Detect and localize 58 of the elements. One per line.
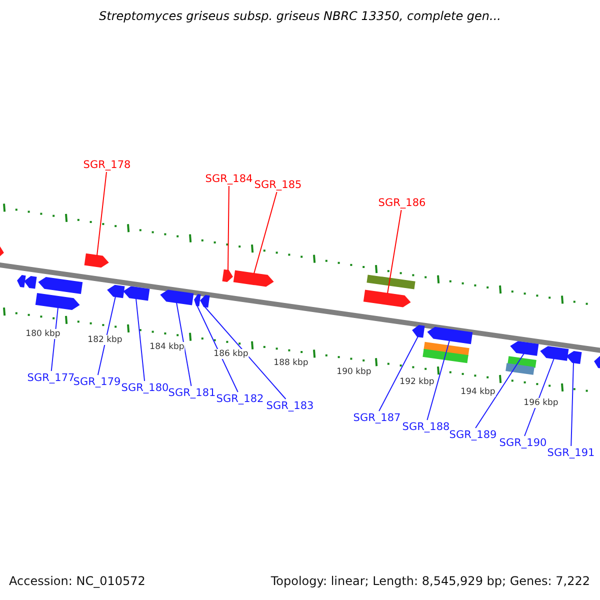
scale-tick-label: 194 kbp bbox=[460, 387, 496, 397]
feature-bar bbox=[506, 363, 534, 375]
leader-line bbox=[524, 358, 554, 436]
gene-feature bbox=[17, 275, 26, 288]
gene-label: SGR_186 bbox=[378, 197, 426, 209]
gene-feature bbox=[427, 326, 473, 344]
gene-feature bbox=[200, 295, 210, 308]
leader-line bbox=[254, 192, 278, 274]
leader-line bbox=[228, 186, 230, 271]
leader-line bbox=[96, 172, 107, 256]
gene-label: SGR_191 bbox=[547, 447, 595, 459]
gene-label: SGR_180 bbox=[121, 382, 169, 394]
gene-label: SGR_189 bbox=[449, 429, 497, 441]
leader-line bbox=[204, 306, 286, 400]
gene-feature bbox=[594, 356, 600, 369]
leader-line bbox=[426, 340, 450, 420]
scale-tick-label: 192 kbp bbox=[400, 377, 434, 387]
gene-feature bbox=[363, 290, 411, 308]
scale-tick-label: 180 kbp bbox=[26, 329, 60, 339]
leader-line bbox=[570, 362, 574, 446]
scale-tick-label: 196 kbp bbox=[524, 398, 558, 408]
gene-feature bbox=[123, 286, 150, 301]
scale-tick-label: 190 kbp bbox=[336, 367, 372, 377]
leader-line bbox=[176, 302, 192, 386]
gene-feature bbox=[0, 245, 4, 258]
gene-label: SGR_184 bbox=[205, 173, 253, 185]
leader-line bbox=[97, 296, 116, 376]
gene-feature bbox=[24, 276, 37, 289]
gene-label: SGR_178 bbox=[83, 159, 131, 171]
gene-feature bbox=[412, 325, 425, 338]
feature-bar bbox=[422, 348, 468, 364]
gene-feature bbox=[566, 351, 582, 364]
feature-bar bbox=[366, 274, 416, 290]
gene-label: SGR_185 bbox=[254, 179, 302, 191]
leader-line bbox=[136, 298, 146, 382]
gene-label: SGR_183 bbox=[266, 400, 314, 412]
scale-tick-label: 186 kbp bbox=[214, 349, 248, 359]
scale-tick-label: 184 kbp bbox=[150, 342, 184, 352]
footer-text: Topology: linear; Length: 8,545,929 bp; Genes: 7,222 bbox=[270, 574, 590, 588]
gene-feature bbox=[107, 284, 125, 298]
title: Streptomyces griseus subsp. griseus NBRC 13350, complete gen... bbox=[98, 9, 502, 23]
leader-line bbox=[475, 353, 524, 428]
gene-label: SGR_181 bbox=[168, 387, 216, 399]
leader-line bbox=[196, 305, 238, 392]
gene-feature bbox=[35, 293, 80, 310]
gene-label: SGR_179 bbox=[73, 376, 121, 388]
gene-feature bbox=[510, 341, 539, 356]
gene-label: SGR_188 bbox=[402, 421, 450, 433]
scale-tick-label: 182 kbp bbox=[88, 335, 122, 345]
leader-line bbox=[387, 210, 402, 294]
gene-label: SGR_182 bbox=[216, 393, 264, 405]
scale-tick-label: 188 kbp bbox=[274, 358, 308, 368]
gene-label: SGR_190 bbox=[499, 437, 547, 449]
footer-text: Accession: NC_010572 bbox=[9, 574, 146, 588]
gene-label: SGR_187 bbox=[353, 412, 401, 424]
leader-line bbox=[378, 336, 418, 412]
gene-feature bbox=[84, 253, 109, 268]
gene-label: SGR_177 bbox=[27, 372, 75, 384]
